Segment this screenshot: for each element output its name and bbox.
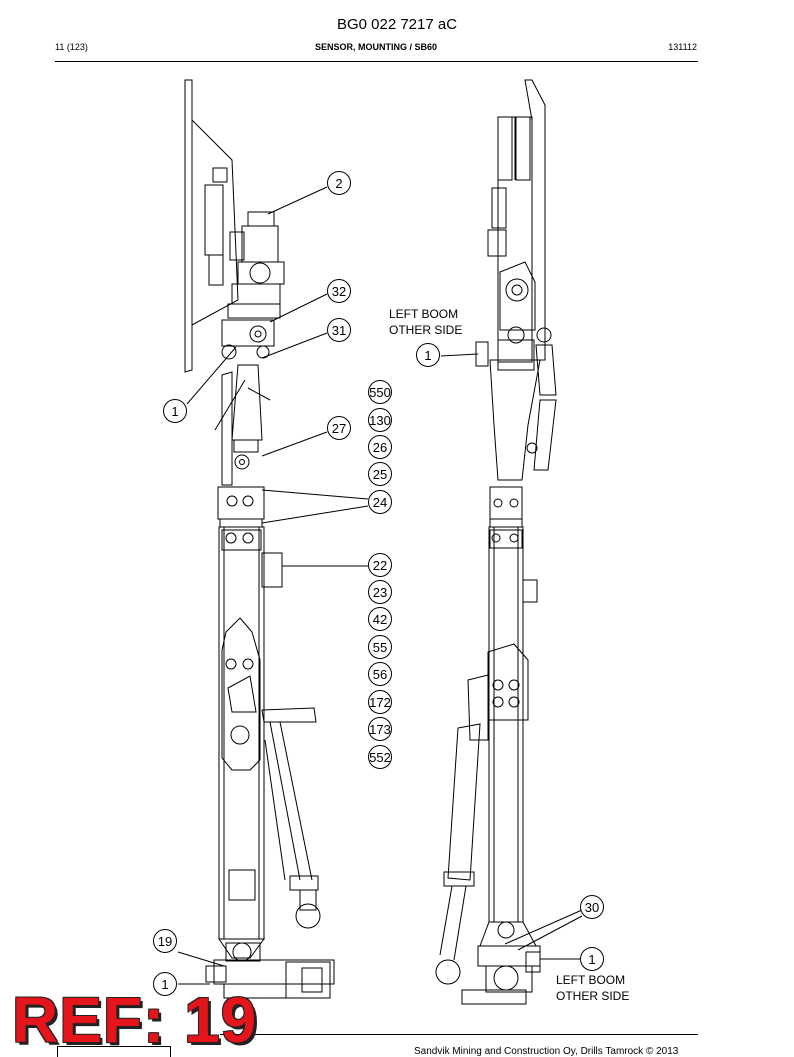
callout-550: 550 xyxy=(368,380,392,404)
note-line: LEFT BOOM xyxy=(389,307,459,321)
revision-date: 131112 xyxy=(668,42,697,52)
callout-19: 19 xyxy=(153,929,177,953)
callout-552: 552 xyxy=(368,745,392,769)
leader-lines xyxy=(177,186,583,985)
section-title: SENSOR, MOUNTING / SB60 xyxy=(314,42,438,52)
header-row: 11 (123) SENSOR, MOUNTING / SB60 131112 xyxy=(55,42,697,56)
note-left-boom-upper: LEFT BOOM OTHER SIDE xyxy=(389,306,462,338)
callout-42: 42 xyxy=(368,607,392,631)
note-left-boom-lower: LEFT BOOM OTHER SIDE xyxy=(556,972,629,1004)
callout-1: 1 xyxy=(580,947,604,971)
callout-55: 55 xyxy=(368,635,392,659)
callout-31: 31 xyxy=(327,318,351,342)
page-number: 11 (123) xyxy=(55,42,88,52)
callout-1: 1 xyxy=(153,972,177,996)
callout-30: 30 xyxy=(580,895,604,919)
callout-1: 1 xyxy=(163,399,187,423)
note-line: OTHER SIDE xyxy=(389,323,463,337)
note-line: OTHER SIDE xyxy=(556,989,630,1003)
callout-2: 2 xyxy=(327,171,351,195)
callout-23: 23 xyxy=(368,580,392,604)
reference-watermark: REF: 19 xyxy=(12,984,258,1056)
left-boom-view xyxy=(184,79,335,999)
callout-22: 22 xyxy=(368,553,392,577)
callout-26: 26 xyxy=(368,435,392,459)
footer-text: Sandvik Mining and Construction Oy, Dril… xyxy=(414,1046,679,1057)
callout-27: 27 xyxy=(327,416,351,440)
header-rule xyxy=(55,61,698,62)
document-number: BG0 022 7217 aC xyxy=(336,16,458,33)
callout-32: 32 xyxy=(327,279,351,303)
callout-172: 172 xyxy=(368,690,392,714)
callout-56: 56 xyxy=(368,662,392,686)
right-boom-view xyxy=(435,79,557,1005)
callout-25: 25 xyxy=(368,462,392,486)
callout-130: 130 xyxy=(368,408,392,432)
callout-24: 24 xyxy=(368,490,392,514)
callout-1: 1 xyxy=(416,343,440,367)
callout-173: 173 xyxy=(368,717,392,741)
note-line: LEFT BOOM xyxy=(556,973,626,987)
footer-rule xyxy=(220,1034,698,1035)
company-logo xyxy=(57,1046,171,1057)
